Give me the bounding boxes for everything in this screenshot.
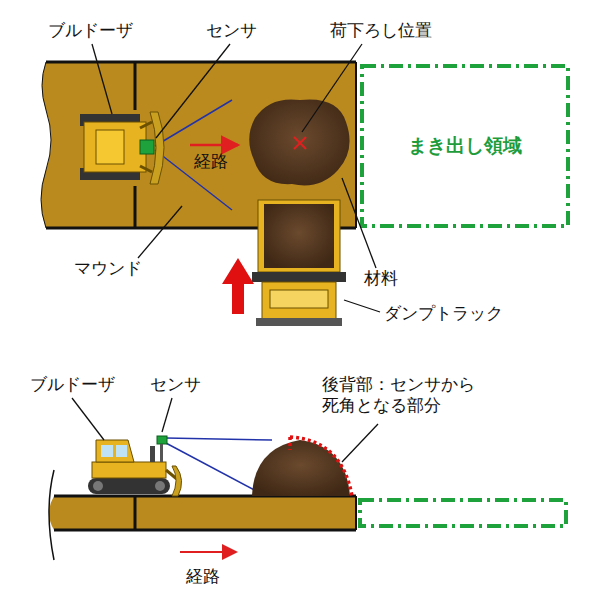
part-label: センサ	[150, 374, 201, 395]
part-label: センサ	[206, 20, 257, 41]
route-label: 経路	[186, 566, 220, 587]
part-label: ブルドーザ	[48, 20, 133, 41]
part-label: 荷下ろし位置	[330, 20, 432, 41]
part-label: 材料	[364, 268, 398, 289]
region-box: まき出し領域	[364, 68, 566, 224]
part-label: ダンプトラック	[384, 303, 503, 324]
part-label: ブルドーザ	[30, 374, 115, 395]
route-label: 経路	[194, 151, 228, 172]
part-label: マウンド	[74, 258, 142, 279]
note-label: 後背部：センサから 死角となる部分	[322, 374, 492, 417]
region-label: まき出し領域	[408, 133, 522, 159]
